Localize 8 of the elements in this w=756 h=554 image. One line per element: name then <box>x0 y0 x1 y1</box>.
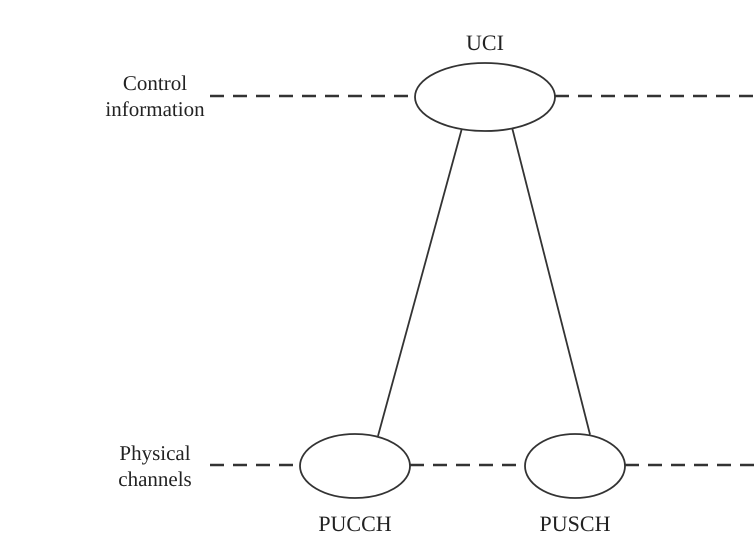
node-label: PUSCH <box>540 513 610 535</box>
level-label: Physical channels <box>117 440 193 492</box>
node-label: PUCCH <box>318 513 392 535</box>
node-label: UCI <box>466 32 504 54</box>
connector-line <box>377 128 463 436</box>
connector-line <box>511 127 591 435</box>
ellipse-node <box>414 32 556 132</box>
level-label: Control information <box>104 70 206 122</box>
